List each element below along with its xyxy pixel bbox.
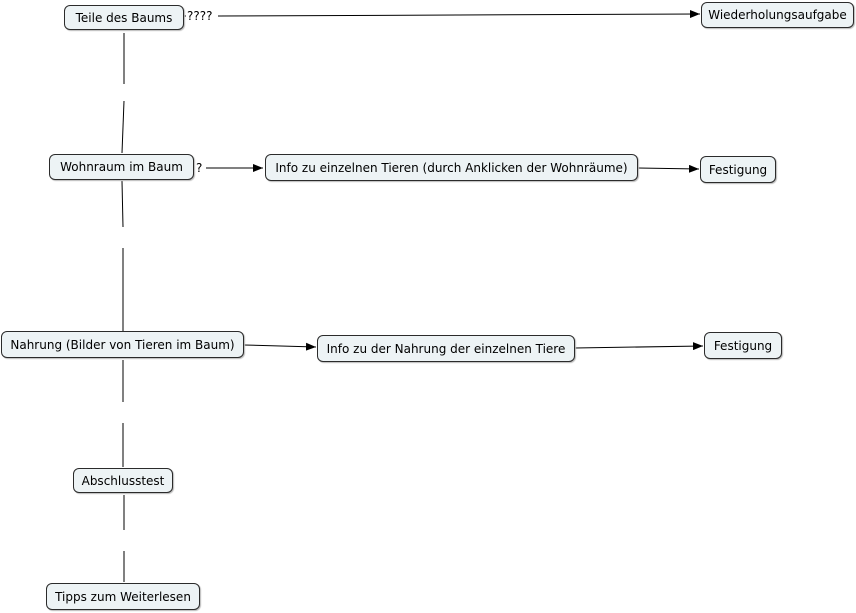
concept-teile-des-baums[interactable]: Teile des Baums: [64, 5, 184, 30]
arrow-teile-to-wiederholung: [217, 10, 701, 19]
concept-festigung-1[interactable]: Festigung: [700, 156, 776, 183]
link-label-teile-wiederholung: ????: [186, 9, 214, 23]
arrow-nahrung-to-info: [243, 342, 317, 351]
link-label-wohnraum-info: ?: [195, 161, 204, 175]
concept-wiederholungsaufgabe[interactable]: Wiederholungsaufgabe: [701, 2, 854, 28]
link-wohnraum-nahrung-upper: [121, 180, 124, 228]
concept-abschlusstest[interactable]: Abschlusstest: [73, 468, 173, 493]
link-teile-wohnraum-lower: [121, 100, 125, 154]
concept-festigung-2[interactable]: Festigung: [704, 332, 782, 359]
concept-wohnraum-im-baum[interactable]: Wohnraum im Baum: [49, 154, 194, 180]
concept-nahrung[interactable]: Nahrung (Bilder von Tieren im Baum): [1, 331, 244, 358]
arrow-info-to-festigung-1: [637, 164, 700, 173]
concept-tipps-zum-weiterlesen[interactable]: Tipps zum Weiterlesen: [46, 583, 200, 610]
arrow-info-nahrung-to-festigung-2: [574, 342, 704, 351]
concept-info-nahrung[interactable]: Info zu der Nahrung der einzelnen Tiere: [317, 335, 575, 362]
concept-info-einzelne-tiere[interactable]: Info zu einzelnen Tieren (durch Anklicke…: [265, 154, 638, 181]
